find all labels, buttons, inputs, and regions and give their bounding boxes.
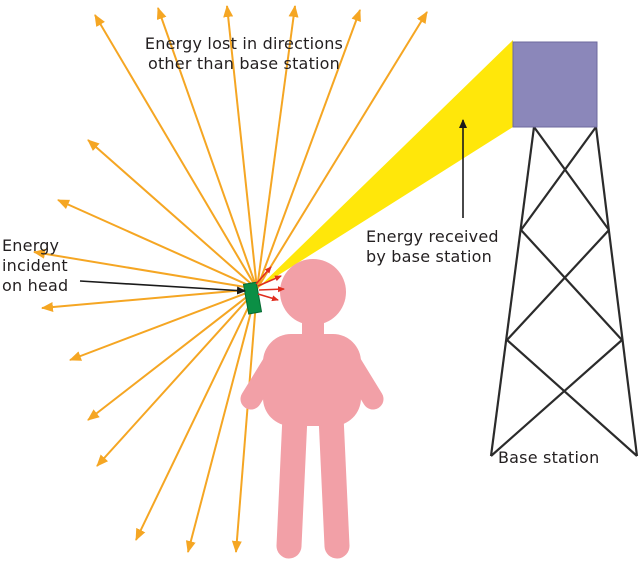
tower-brace bbox=[520, 126, 597, 231]
radiation-arrow bbox=[94, 14, 258, 290]
radiation-arrows bbox=[33, 5, 428, 553]
base-station-tower bbox=[489, 126, 639, 457]
incident-arrow bbox=[257, 275, 282, 287]
label-energy-lost-line1: Energy lost in directions bbox=[144, 34, 344, 53]
label-base-station: Base station bbox=[498, 448, 618, 468]
tower-left-leg bbox=[489, 126, 536, 457]
label-arrow-incident bbox=[79, 280, 246, 295]
radiation-arrow bbox=[223, 5, 258, 290]
radiation-arrow bbox=[87, 139, 258, 290]
tower-right-leg bbox=[594, 126, 639, 457]
person-left-arm bbox=[240, 344, 289, 410]
person-left-leg bbox=[276, 403, 308, 559]
mobile-phone-body bbox=[242, 281, 263, 315]
label-base-station-line1: Base station bbox=[498, 448, 600, 467]
label-energy-lost-line2: other than base station bbox=[147, 54, 341, 73]
tower-brace bbox=[533, 126, 610, 231]
incident-arrow bbox=[258, 286, 285, 293]
radiation-arrow bbox=[96, 288, 258, 467]
radiation-arrow bbox=[33, 248, 258, 290]
energy-beam bbox=[258, 40, 513, 288]
mobile-phone bbox=[242, 281, 263, 315]
tower-brace bbox=[506, 339, 638, 457]
label-energy-incident-line1: Energy bbox=[2, 236, 60, 255]
tower-brace bbox=[490, 339, 623, 457]
tower-brace bbox=[520, 229, 623, 341]
radiation-arrow bbox=[41, 288, 258, 313]
label-energy-received: Energy received by base station bbox=[366, 227, 516, 267]
radiation-arrow bbox=[185, 288, 258, 553]
person-right-arm bbox=[335, 344, 384, 410]
incident-energy-arrows bbox=[255, 266, 285, 302]
base-station-antenna-box bbox=[512, 41, 598, 128]
person-head bbox=[280, 259, 346, 325]
person-silhouette bbox=[240, 259, 384, 559]
label-energy-incident-line2: incident bbox=[2, 256, 68, 275]
label-energy-received-line2: by base station bbox=[366, 247, 492, 266]
radiation-arrow bbox=[57, 199, 258, 290]
incident-arrow bbox=[255, 266, 272, 285]
label-energy-incident-line3: on head bbox=[2, 276, 69, 295]
radiation-arrow bbox=[256, 5, 299, 290]
radiation-arrow bbox=[256, 11, 428, 290]
radiation-arrow bbox=[156, 7, 258, 290]
label-energy-received-line1: Energy received bbox=[366, 227, 499, 246]
radiation-arrow bbox=[135, 288, 258, 541]
radiation-arrow bbox=[69, 288, 258, 361]
incident-arrow bbox=[257, 293, 279, 302]
label-energy-incident: Energy incident on head bbox=[2, 236, 92, 296]
radiation-arrow bbox=[231, 288, 258, 553]
radiation-arrow bbox=[256, 9, 361, 290]
label-energy-lost: Energy lost in directions other than bas… bbox=[125, 34, 363, 74]
tower-brace bbox=[506, 229, 610, 341]
person-right-leg bbox=[318, 403, 350, 559]
radiation-arrow bbox=[87, 288, 258, 421]
